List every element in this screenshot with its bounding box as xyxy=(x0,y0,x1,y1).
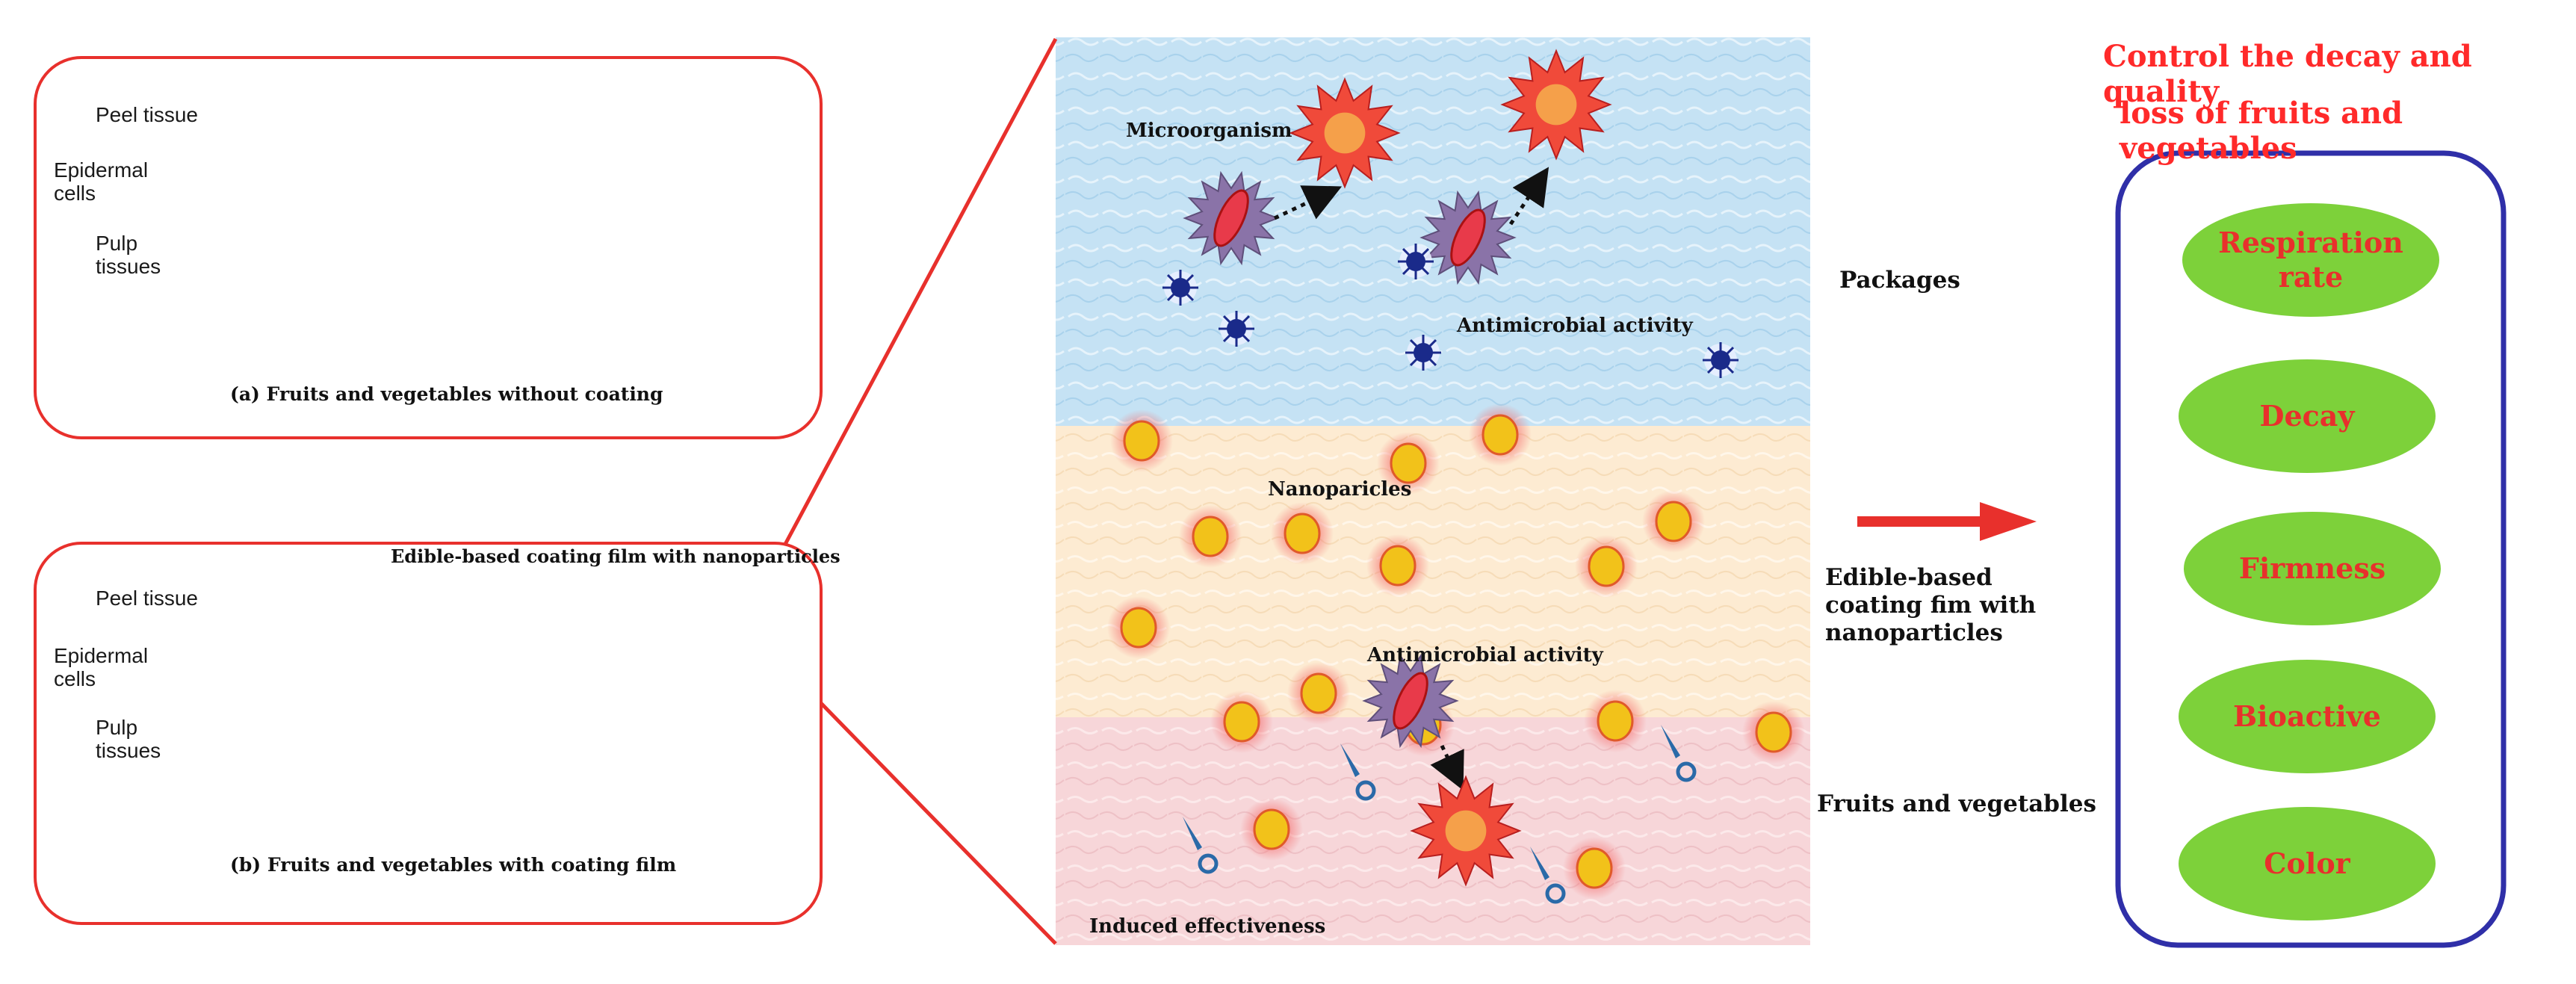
antimicrobial-agent-icon-2 xyxy=(1227,319,1246,338)
probe-icon xyxy=(1183,817,1202,850)
pulp-tissues-label-a: Pulp tissues xyxy=(96,232,161,279)
probe-ring xyxy=(1676,761,1697,782)
color-text: Color xyxy=(2264,847,2350,881)
nanoparticle-icon xyxy=(1481,414,1519,456)
probe-icon xyxy=(1340,743,1360,777)
panel-without-coating xyxy=(34,56,823,439)
zoom-marks xyxy=(1107,49,1805,904)
control-title-line1: Control the decay and quality xyxy=(2103,39,2472,109)
antimicrobial-activity-mid: Antimicrobial activity xyxy=(1367,644,1603,666)
result-arrow-icon xyxy=(1980,502,2037,541)
induced-effectiveness-label: Induced effectiveness xyxy=(1089,915,1326,938)
peel-tissue-label-a: Peel tissue xyxy=(96,103,198,126)
caption-a: (a) Fruits and vegetables without coatin… xyxy=(230,383,663,405)
pulp-tissues-label-b: Pulp tissues xyxy=(96,716,161,763)
nanoparticle-icon xyxy=(1576,847,1613,889)
respiration-rate-text: Respiration rate xyxy=(2218,226,2403,294)
nanoparticle-icon xyxy=(1223,701,1260,743)
nanoparticle-icon xyxy=(1597,700,1634,742)
nanoparticle-icon xyxy=(1655,501,1692,542)
antimicrobial-activity-top: Antimicrobial activity xyxy=(1457,315,1693,337)
nanoparticles-label: Nanoparicles xyxy=(1268,478,1412,501)
packages-label: Packages xyxy=(1839,267,1960,294)
epidermal-cells-label-a: Epidermal cells xyxy=(54,158,149,205)
bioactive-item: Bioactive xyxy=(2179,660,2436,773)
decay-item: Decay xyxy=(2179,359,2436,473)
antimicrobial-agent-icon-5 xyxy=(1711,350,1730,370)
nanoparticle-icon xyxy=(1755,711,1792,753)
firmness-text: Firmness xyxy=(2238,551,2386,586)
antimicrobial-agent-icon-3 xyxy=(1406,252,1425,271)
burst-icon-core xyxy=(1324,112,1366,154)
coating-zone-label: Edible-based coating fim with nanopartic… xyxy=(1825,564,2037,647)
probe-ring xyxy=(1545,883,1566,904)
nanoparticle-icon xyxy=(1390,442,1427,484)
nanoparticle-icon xyxy=(1253,808,1290,850)
microorganism-icon-2-body xyxy=(1450,208,1486,267)
nanoparticle-icon xyxy=(1588,545,1625,587)
burst-icon-3-core xyxy=(1445,810,1487,852)
probe-ring xyxy=(1355,780,1376,801)
epidermal-cells-label-b: Epidermal cells xyxy=(54,644,149,691)
nanoparticle-icon xyxy=(1192,516,1229,557)
microorganism-icon-3-body xyxy=(1393,672,1428,730)
zoom-line-top xyxy=(752,37,1058,603)
antimicrobial-agent-icon-4 xyxy=(1414,343,1433,362)
microorganism-icon-body xyxy=(1213,189,1249,247)
probe-icon xyxy=(1661,725,1680,758)
burst-icon-2-core xyxy=(1535,84,1577,126)
caption-b: (b) Fruits and vegetables with coating f… xyxy=(230,854,677,876)
probe-icon xyxy=(1530,847,1549,880)
fruits-zone-label: Fruits and vegetables xyxy=(1817,790,2096,817)
antimicrobial-agent-icon xyxy=(1171,278,1190,297)
probe-ring xyxy=(1198,853,1219,874)
nanoparticle-icon xyxy=(1300,672,1337,714)
nanoparticle-icon xyxy=(1123,420,1160,462)
nanoparticle-icon xyxy=(1120,607,1157,649)
panel-with-coating xyxy=(34,542,823,925)
peel-tissue-label-b: Peel tissue xyxy=(96,587,198,610)
dotted-arrow xyxy=(1273,185,1343,220)
decay-text: Decay xyxy=(2259,399,2355,433)
bioactive-text: Bioactive xyxy=(2233,699,2381,734)
control-title-line2: loss of fruits and vegetables xyxy=(2120,96,2403,166)
firmness-item: Firmness xyxy=(2184,512,2441,625)
respiration-rate-item: Respiration rate xyxy=(2182,203,2439,317)
package-zone xyxy=(1056,37,1810,426)
nanoparticle-icon xyxy=(1284,513,1321,554)
microorganism-label: Microorganism xyxy=(1126,120,1292,142)
color-item: Color xyxy=(2179,807,2436,920)
coating-film-label: Edible-based coating film with nanoparti… xyxy=(391,545,840,567)
nanoparticle-icon xyxy=(1379,545,1417,587)
